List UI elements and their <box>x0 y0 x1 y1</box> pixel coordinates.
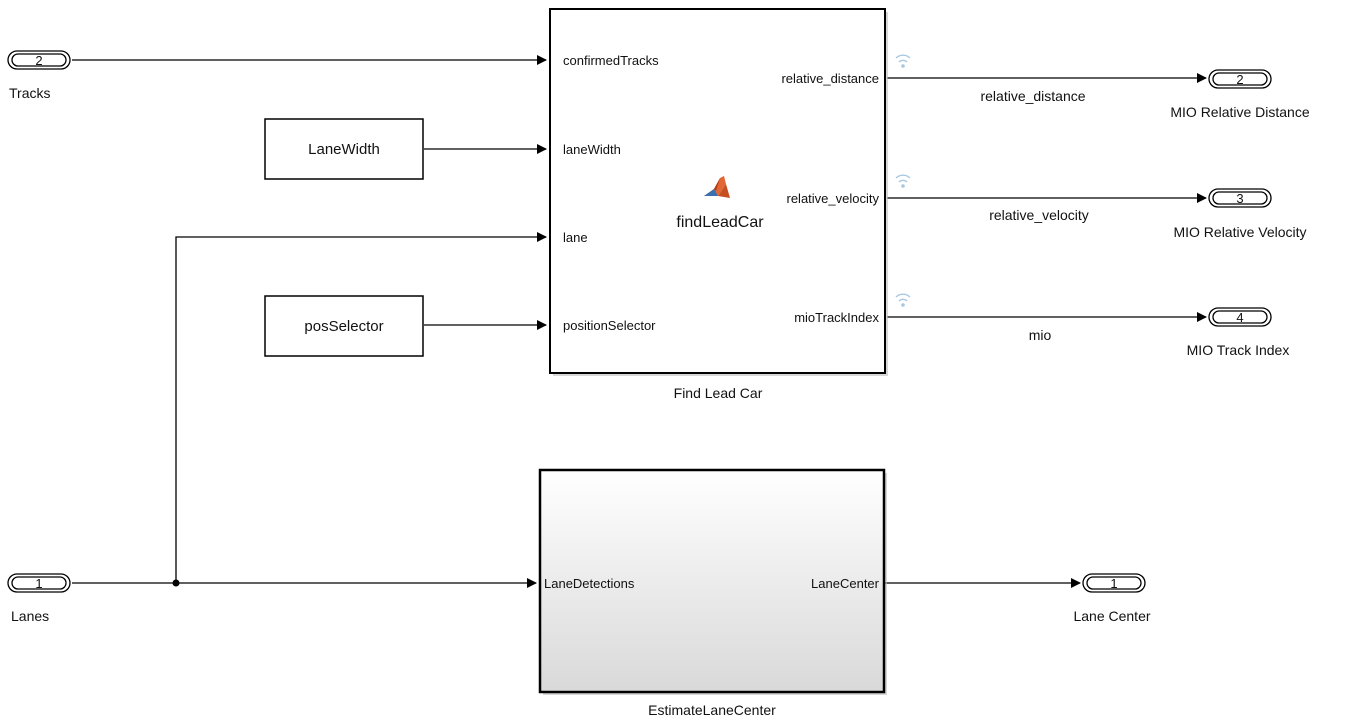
inport-label: Lanes <box>11 608 49 624</box>
outport-number: 2 <box>1236 72 1243 87</box>
constant-lanewidth[interactable]: LaneWidth <box>264 118 424 180</box>
port-label-lane: lane <box>563 230 588 245</box>
outport-label: MIO Track Index <box>1187 342 1290 358</box>
outport-number: 4 <box>1236 310 1243 325</box>
signal-label-relative-velocity: relative_velocity <box>989 207 1089 223</box>
outport-lane-center[interactable]: 1 Lane Center <box>1073 573 1151 624</box>
inport-label: Tracks <box>9 85 50 101</box>
constant-label: LaneWidth <box>308 141 380 158</box>
function-name: findLeadCar <box>676 214 764 231</box>
port-label-relative-velocity: relative_velocity <box>787 191 880 206</box>
port-label-lanedetections: LaneDetections <box>544 576 635 591</box>
block-label-estimate-lane-center: EstimateLaneCenter <box>648 702 776 718</box>
wires <box>72 55 1207 588</box>
inport-lanes[interactable]: 1 Lanes <box>7 573 71 624</box>
inport-tracks[interactable]: 2 Tracks <box>7 50 71 101</box>
signal-logging-icon <box>895 54 911 68</box>
outport-mio-relative-velocity[interactable]: 3 MIO Relative Velocity <box>1173 188 1307 240</box>
port-label-lanecenter: LaneCenter <box>811 576 880 591</box>
outport-label: MIO Relative Velocity <box>1173 224 1306 240</box>
signal-logging-icon <box>895 293 911 307</box>
outport-mio-track-index[interactable]: 4 MIO Track Index <box>1187 307 1290 358</box>
outport-mio-relative-distance[interactable]: 2 MIO Relative Distance <box>1170 69 1310 120</box>
outport-number: 1 <box>1110 576 1117 591</box>
outport-label: Lane Center <box>1073 608 1150 624</box>
signal-label-mio: mio <box>1029 327 1052 343</box>
inport-number: 2 <box>35 53 42 68</box>
matlab-logo-icon <box>704 176 730 198</box>
branch-point <box>172 579 180 587</box>
port-label-relative-distance: relative_distance <box>781 71 879 86</box>
port-label-positionselector: positionSelector <box>563 318 656 333</box>
outport-label: MIO Relative Distance <box>1170 104 1309 120</box>
outport-number: 3 <box>1236 191 1243 206</box>
constant-posselector[interactable]: posSelector <box>264 295 424 357</box>
find-lead-car-block[interactable]: confirmedTracks laneWidth lane positionS… <box>549 8 888 376</box>
estimate-lane-center-subsystem[interactable]: LaneDetections LaneCenter <box>538 468 887 695</box>
signal-label-relative-distance: relative_distance <box>980 88 1085 104</box>
port-label-confirmedtracks: confirmedTracks <box>563 53 659 68</box>
constant-label: posSelector <box>304 318 383 335</box>
port-label-miotrackindex: mioTrackIndex <box>794 310 879 325</box>
inport-number: 1 <box>35 576 42 591</box>
wire-lanes-to-lane[interactable] <box>175 232 547 583</box>
block-label-find-lead-car: Find Lead Car <box>674 385 763 401</box>
signal-logging-icon <box>895 174 911 188</box>
port-label-lanewidth: laneWidth <box>563 142 621 157</box>
